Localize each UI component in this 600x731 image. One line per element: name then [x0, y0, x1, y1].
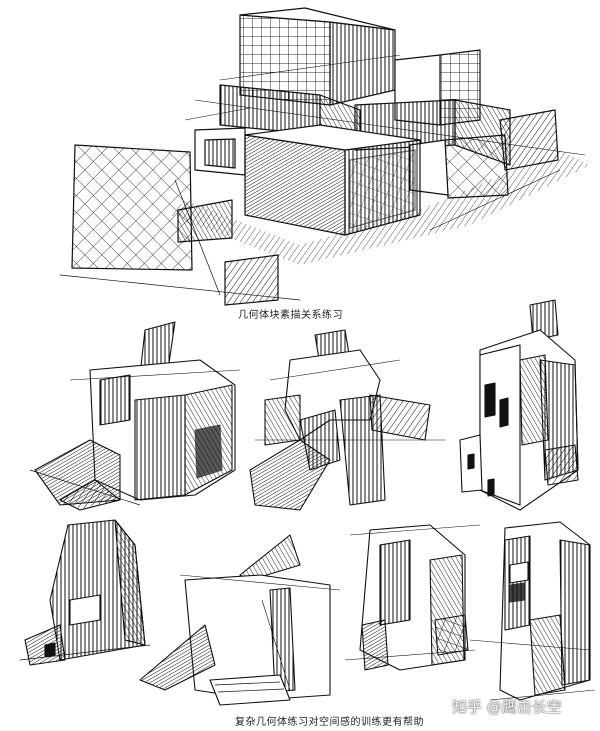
complex-form-6: [344, 524, 481, 671]
complex-form-5: [139, 534, 341, 706]
complex-form-1: [29, 321, 241, 511]
complex-form-7: [469, 521, 596, 701]
caption-bottom: 复杂几何体练习对空间感的训练更有帮助: [235, 717, 424, 728]
complex-form-3: [459, 299, 579, 511]
watermark: 知乎 @鹰击长空: [452, 698, 562, 716]
caption-top: 几何体块素描关系练习: [238, 310, 343, 321]
block-composition-top: [59, 7, 590, 306]
complex-form-4: [19, 519, 151, 666]
complex-form-2: [249, 329, 445, 511]
